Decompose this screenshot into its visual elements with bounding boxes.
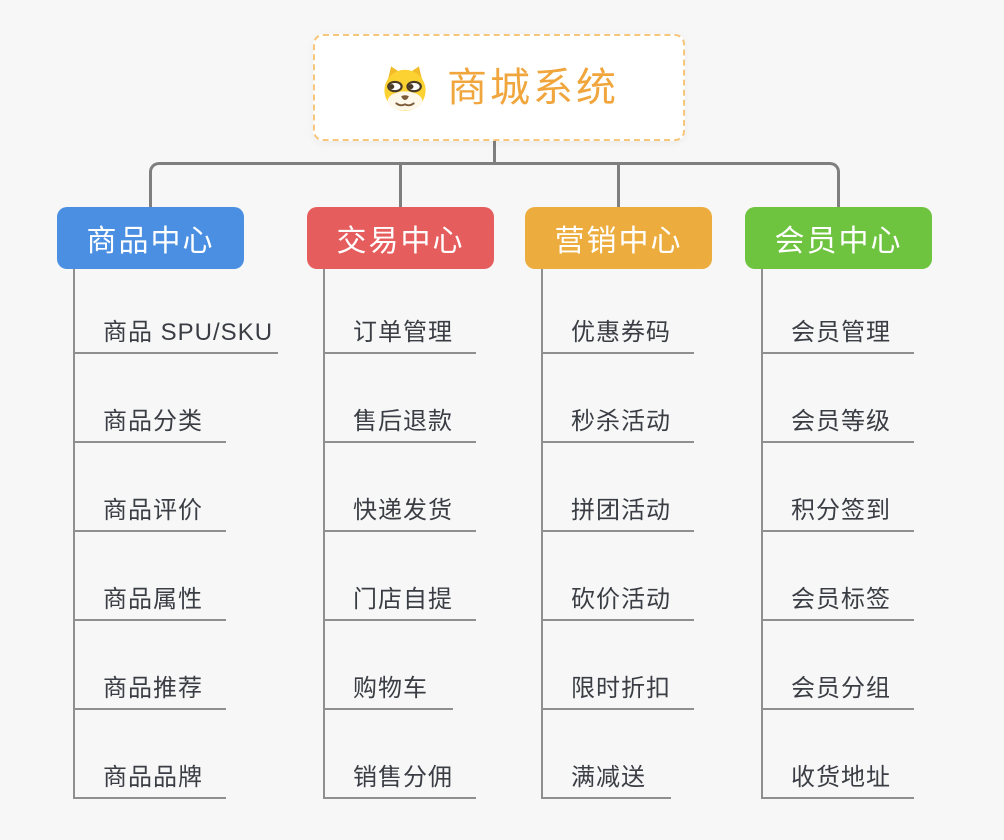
subtopic[interactable]: 会员等级	[761, 399, 914, 443]
branch-label: 交易中心	[336, 225, 465, 258]
subtopic[interactable]: 收货地址	[761, 755, 914, 799]
connector-shoulder	[149, 162, 840, 208]
subtopic[interactable]: 商品分类	[73, 399, 226, 443]
subtopic[interactable]: 订单管理	[323, 310, 476, 354]
subtopic[interactable]: 拼团活动	[541, 488, 694, 532]
branch-spine	[541, 269, 543, 799]
connector-root-stub	[493, 140, 496, 163]
subtopic[interactable]: 商品推荐	[73, 666, 226, 710]
branch-trade-center[interactable]: 交易中心	[307, 207, 494, 269]
root-title: 商城系统	[447, 65, 619, 110]
branch-label: 会员中心	[774, 225, 903, 258]
doge-icon	[384, 65, 426, 111]
subtopic[interactable]: 快递发货	[323, 488, 476, 532]
subtopic[interactable]: 商品 SPU/SKU	[73, 310, 278, 354]
subtopic[interactable]: 砍价活动	[541, 577, 694, 621]
branch-label: 营销中心	[554, 225, 683, 258]
branch-member-center[interactable]: 会员中心	[745, 207, 932, 269]
subtopic[interactable]: 门店自提	[323, 577, 476, 621]
branch-label: 商品中心	[86, 225, 215, 258]
connector-branch3-drop	[617, 164, 620, 208]
subtopic[interactable]: 会员管理	[761, 310, 914, 354]
subtopic[interactable]: 会员分组	[761, 666, 914, 710]
connector-branch2-drop	[399, 164, 402, 208]
subtopic[interactable]: 商品属性	[73, 577, 226, 621]
subtopic[interactable]: 售后退款	[323, 399, 476, 443]
branch-spine	[323, 269, 325, 799]
branch-spine	[73, 269, 75, 799]
subtopic[interactable]: 会员标签	[761, 577, 914, 621]
subtopic[interactable]: 满减送	[541, 755, 671, 799]
subtopic[interactable]: 商品评价	[73, 488, 226, 532]
branch-product-center[interactable]: 商品中心	[57, 207, 244, 269]
subtopic[interactable]: 商品品牌	[73, 755, 226, 799]
subtopic[interactable]: 限时折扣	[541, 666, 694, 710]
subtopic[interactable]: 销售分佣	[323, 755, 476, 799]
subtopic[interactable]: 秒杀活动	[541, 399, 694, 443]
branch-marketing-center[interactable]: 营销中心	[525, 207, 712, 269]
root-node[interactable]: 商城系统	[313, 34, 685, 141]
subtopic[interactable]: 购物车	[323, 666, 453, 710]
subtopic[interactable]: 积分签到	[761, 488, 914, 532]
subtopic[interactable]: 优惠券码	[541, 310, 694, 354]
branch-spine	[761, 269, 763, 799]
